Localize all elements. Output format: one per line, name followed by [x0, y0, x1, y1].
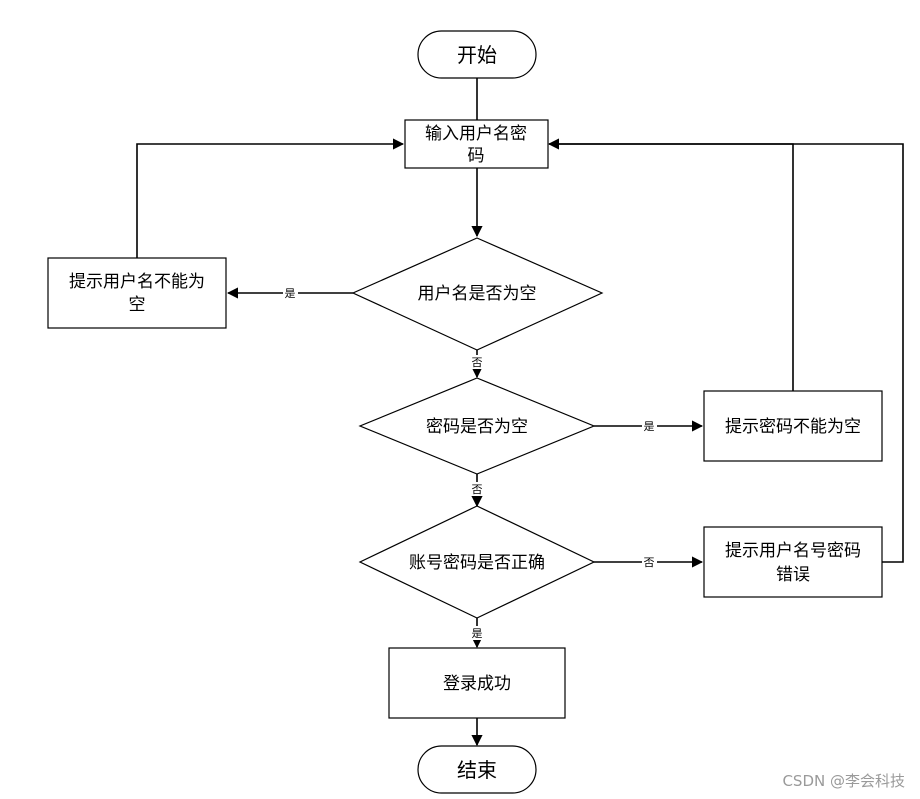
node-start: 开始: [417, 30, 537, 79]
node-check-pwd-label: 密码是否为空: [426, 417, 528, 437]
node-warn-match-line1: 提示用户名号密码: [725, 541, 861, 561]
edge-label-user-yes: 是: [285, 287, 296, 300]
node-warn-match-line2: 错误: [776, 565, 810, 585]
node-input-line2: 码: [468, 146, 485, 166]
node-warn-pwd: 提示密码不能为空: [703, 390, 883, 462]
node-check-user: 用户名是否为空: [351, 237, 604, 351]
node-start-label: 开始: [457, 43, 497, 67]
node-check-user-label: 用户名是否为空: [418, 284, 537, 304]
node-warn-pwd-label: 提示密码不能为空: [725, 417, 861, 437]
node-warn-user-line1: 提示用户名不能为: [69, 272, 205, 292]
node-warn-user-line2: 空: [129, 295, 146, 315]
edge-warn-user-back-to-input: [136, 138, 405, 258]
edge-warn-pwd-back-to-input: [547, 138, 794, 391]
node-check-match-label: 账号密码是否正确: [409, 553, 545, 573]
edge-warn-match-back-to-input: [549, 143, 904, 563]
node-check-pwd: 密码是否为空: [358, 377, 596, 475]
edge-label-pwd-no: 否: [472, 483, 483, 496]
node-success-label: 登录成功: [443, 674, 511, 694]
node-input: 输入用户名密 码: [404, 119, 549, 169]
node-input-line1: 输入用户名密: [425, 124, 527, 144]
node-check-match: 账号密码是否正确: [358, 505, 596, 619]
node-success: 登录成功: [388, 647, 566, 719]
node-warn-user: 提示用户名不能为 空: [47, 257, 227, 329]
edge-label-pwd-yes: 是: [644, 420, 655, 433]
node-end: 结束: [417, 745, 537, 794]
edge-label-user-no: 否: [472, 356, 483, 369]
watermark-text: CSDN @李会科技: [782, 772, 905, 790]
node-warn-match: 提示用户名号密码 错误: [703, 526, 883, 598]
edge-label-match-yes: 是: [472, 627, 483, 640]
edge-label-match-no: 否: [644, 556, 655, 569]
node-end-label: 结束: [457, 758, 497, 782]
